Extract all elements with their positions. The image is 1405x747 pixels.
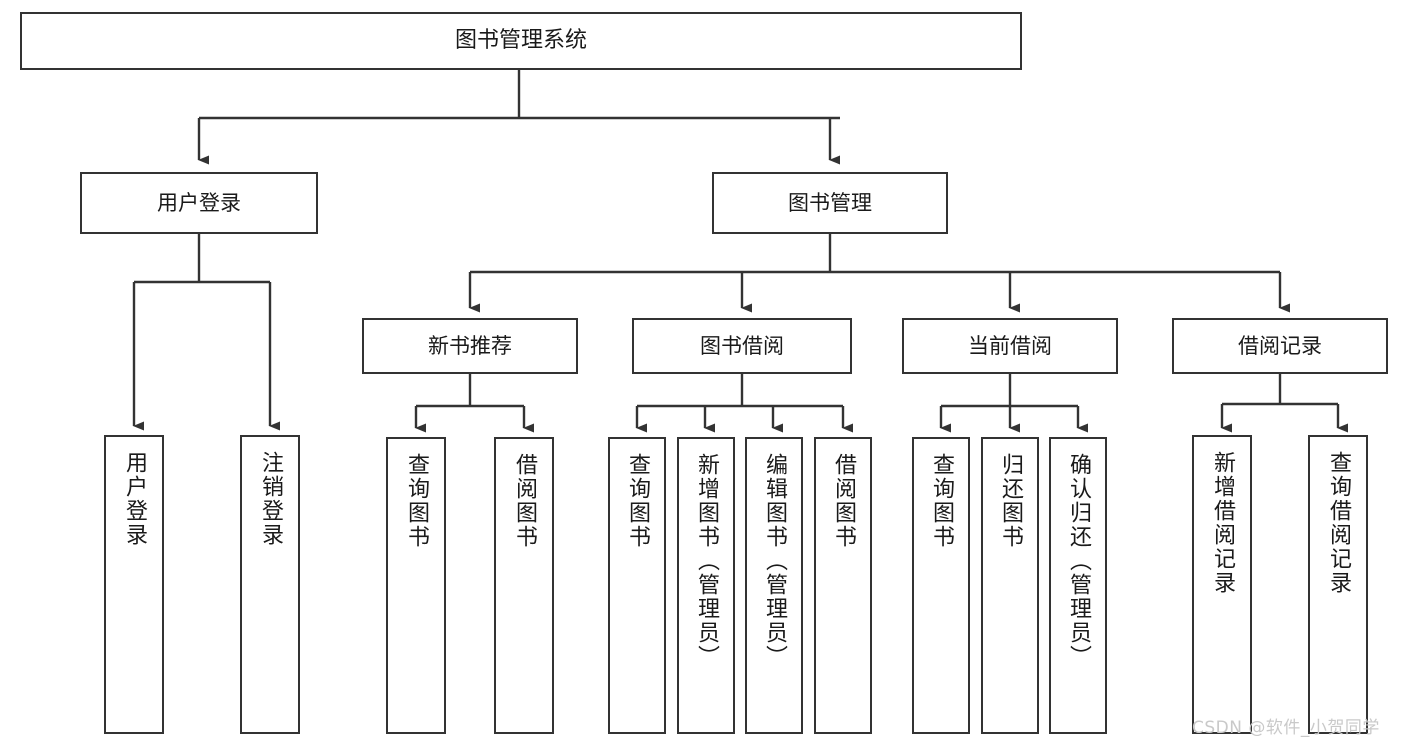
leaf-record-query-record[interactable]: 查询借阅记录 (1308, 435, 1368, 734)
node-new-book-recommend[interactable]: 新书推荐 (362, 318, 578, 374)
leaf-borrow-query-book[interactable]: 查询图书 (608, 437, 666, 734)
leaf-current-confirm-return-admin[interactable]: 确认归还（管理员） (1049, 437, 1107, 734)
node-label: 借阅记录 (1238, 333, 1322, 358)
node-label: 注销登录 (258, 451, 283, 547)
leaf-borrow-edit-book-admin[interactable]: 编辑图书（管理员） (745, 437, 803, 734)
node-current-borrow[interactable]: 当前借阅 (902, 318, 1118, 374)
node-label: 新增借阅记录 (1210, 451, 1235, 595)
node-label: 新书推荐 (428, 333, 512, 358)
leaf-recommend-borrow-book[interactable]: 借阅图书 (494, 437, 554, 734)
leaf-recommend-query-book[interactable]: 查询图书 (386, 437, 446, 734)
node-label: 查询图书 (404, 453, 429, 549)
leaf-current-return-book[interactable]: 归还图书 (981, 437, 1039, 734)
node-label: 用户登录 (122, 451, 147, 547)
leaf-borrow-borrow-book[interactable]: 借阅图书 (814, 437, 872, 734)
node-user-login[interactable]: 用户登录 (80, 172, 318, 234)
node-label: 查询借阅记录 (1326, 451, 1351, 595)
leaf-borrow-add-book-admin[interactable]: 新增图书（管理员） (677, 437, 735, 734)
leaf-user-login-logout[interactable]: 注销登录 (240, 435, 300, 734)
node-book-management[interactable]: 图书管理 (712, 172, 948, 234)
node-label: 借阅图书 (512, 453, 537, 549)
leaf-user-login-login[interactable]: 用户登录 (104, 435, 164, 734)
node-label: 确认归还（管理员） (1066, 453, 1091, 669)
watermark: CSDN @软件_小贺同学 (1192, 718, 1380, 738)
node-label: 查询图书 (929, 453, 954, 549)
node-root-system[interactable]: 图书管理系统 (20, 12, 1022, 70)
node-borrow-record[interactable]: 借阅记录 (1172, 318, 1388, 374)
node-label: 当前借阅 (968, 333, 1052, 358)
node-label: 图书管理 (788, 190, 872, 215)
node-label: 新增图书（管理员） (694, 453, 719, 669)
leaf-record-add-record[interactable]: 新增借阅记录 (1192, 435, 1252, 734)
node-label: 查询图书 (625, 453, 650, 549)
node-label: 编辑图书（管理员） (762, 453, 787, 669)
node-book-borrow[interactable]: 图书借阅 (632, 318, 852, 374)
leaf-current-query-book[interactable]: 查询图书 (912, 437, 970, 734)
node-label: 归还图书 (998, 453, 1023, 549)
node-label: 用户登录 (157, 190, 241, 215)
node-label: 图书管理系统 (454, 28, 587, 54)
node-label: 图书借阅 (700, 333, 784, 358)
node-label: 借阅图书 (831, 453, 856, 549)
